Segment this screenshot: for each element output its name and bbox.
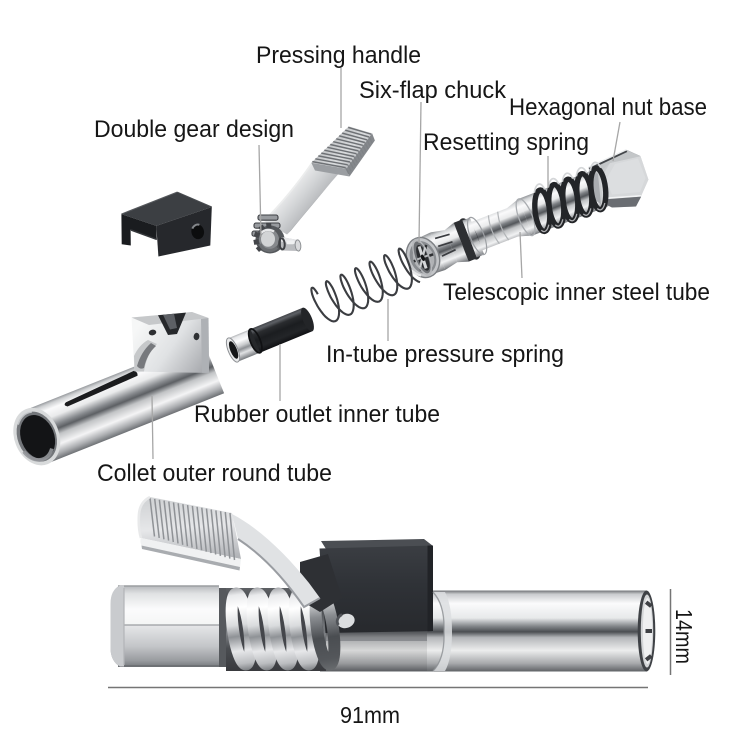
svg-text:Rubber outlet inner tube: Rubber outlet inner tube [194, 401, 440, 428]
svg-text:In-tube pressure spring: In-tube pressure spring [326, 341, 564, 368]
svg-text:Collet outer round tube: Collet outer round tube [97, 460, 332, 487]
svg-text:14mm: 14mm [671, 609, 697, 664]
svg-text:Hexagonal nut base: Hexagonal nut base [509, 94, 707, 121]
svg-text:Six-flap chuck: Six-flap chuck [359, 77, 507, 104]
svg-text:91mm: 91mm [340, 702, 400, 728]
svg-text:Double gear design: Double gear design [94, 116, 294, 143]
svg-text:Resetting spring: Resetting spring [423, 129, 589, 156]
svg-text:Telescopic inner steel tube: Telescopic inner steel tube [443, 279, 710, 306]
svg-text:Pressing handle: Pressing handle [256, 42, 421, 69]
